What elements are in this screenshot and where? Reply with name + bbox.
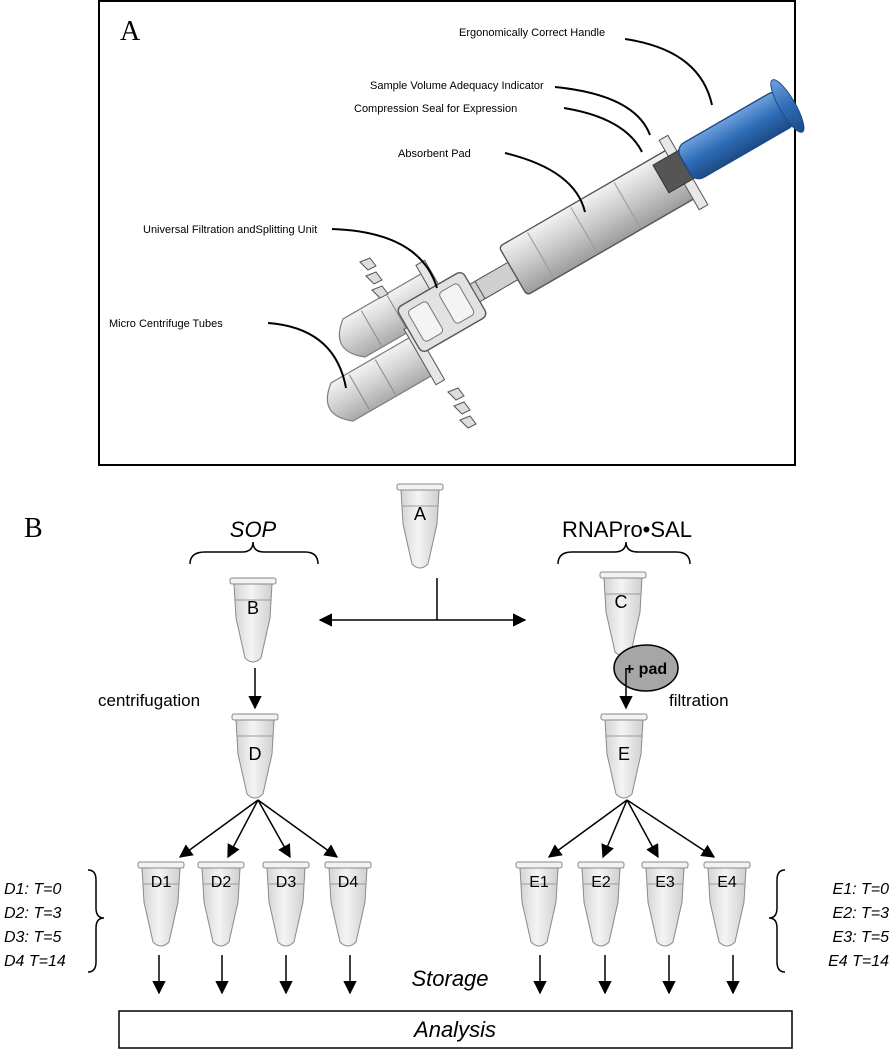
svg-text:E1: E1 [529,874,549,891]
fanout-e [547,799,716,859]
tube-d3: D3 [262,861,310,947]
svg-text:D1: D1 [151,874,172,891]
analysis-box [118,1010,793,1049]
callout-leaders [267,38,713,389]
brace-sop [189,541,319,565]
brace-rnapro-sal [557,541,691,565]
leader-tubes [267,322,347,389]
legend-left-1: D1: T=0 [4,881,61,898]
svg-text:C: C [615,592,628,612]
callout-filter-unit: Universal Filtration andSplitting Unit [143,224,317,236]
plunger-handle-illustration [652,79,805,194]
svg-text:E: E [618,744,630,764]
legend-left-3: D3: T=5 [4,929,61,946]
legend-right-1: E1: T=0 [833,881,890,898]
fanout-d [178,799,339,859]
pad-badge: + pad [613,644,679,692]
step-filtration: filtration [669,691,729,710]
tube-b: B [229,577,277,663]
svg-text:A: A [414,504,426,524]
tube-c: C [599,571,647,657]
panel-b-label: B [24,513,43,544]
svg-text:D: D [249,744,262,764]
callout-pad: Absorbent Pad [398,148,471,160]
tube-e4: E4 [703,861,751,947]
storage-label: Storage [411,966,488,991]
brace-legend-left [87,869,105,973]
leader-seal [563,107,643,153]
legend-left-4: D4 T=14 [4,953,66,970]
leader-filter-unit [331,228,438,289]
callout-seal: Compression Seal for Expression [354,103,517,115]
micro-centrifuge-tubes-illustration [326,257,477,429]
svg-text:D3: D3 [276,874,297,891]
brace-legend-right [768,869,786,973]
svg-text:D2: D2 [211,874,232,891]
step-arrows [248,668,633,710]
svg-text:E3: E3 [655,874,675,891]
svg-text:B: B [247,598,259,618]
leader-pad [504,152,586,213]
legend-left-2: D2: T=3 [4,905,61,922]
tube-a: A [396,483,444,569]
legend-right-3: E3: T=5 [833,929,890,946]
callout-indicator: Sample Volume Adequacy Indicator [370,80,544,92]
legend-right-4: E4 T=14 [828,953,889,970]
tube-d4: D4 [324,861,372,947]
leader-indicator [554,86,651,136]
tube-e1: E1 [515,861,563,947]
tube-d: D [231,713,279,799]
legend-right-2: E2: T=3 [833,905,890,922]
tube-d1: D1 [137,861,185,947]
panel-a-frame [98,0,796,466]
tube-e2: E2 [577,861,625,947]
svg-text:E2: E2 [591,874,611,891]
tube-d2: D2 [197,861,245,947]
tube-e: E [600,713,648,799]
svg-text:+ pad: + pad [625,661,667,678]
svg-text:D4: D4 [338,874,359,891]
leader-handle [624,38,713,106]
tube-e3: E3 [641,861,689,947]
svg-text:E4: E4 [717,874,737,891]
storage-arrows [152,955,740,995]
header-sop: SOP [230,517,277,542]
callout-tubes: Micro Centrifuge Tubes [109,318,223,330]
analysis-label: Analysis [412,1017,496,1042]
split-connector [318,578,527,627]
device-illustration [326,79,805,429]
callout-handle: Ergonomically Correct Handle [459,27,605,39]
panel-a-label: A [120,16,141,47]
step-centrifugation: centrifugation [98,691,200,710]
header-rnapro-sal: RNAPro•SAL [562,517,692,542]
